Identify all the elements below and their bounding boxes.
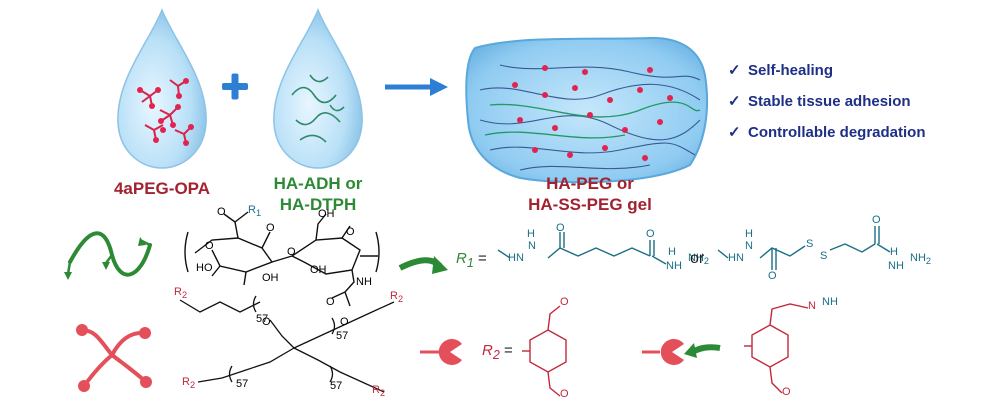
hydrazone-structure: [744, 303, 809, 394]
atom-o: O: [217, 206, 226, 218]
r1-definition-label: R1 =: [456, 250, 487, 270]
atom-h: H: [527, 228, 535, 240]
repeat-count: 57: [236, 378, 249, 390]
label-ha-adh-or: HA-ADH or: [273, 174, 363, 193]
green-curved-arrow: [398, 256, 448, 274]
atom-o: O: [782, 386, 791, 398]
atom-h: H: [745, 228, 753, 240]
label-ha-ss-peg-gel: HA-SS-PEG gel: [528, 195, 652, 214]
atom-h: H: [890, 246, 898, 258]
feature-item: ✓Controllable degradation: [728, 122, 988, 144]
atom-nh2: NH2: [688, 252, 709, 267]
atom-nh: NH: [822, 296, 838, 308]
atom-s: S: [806, 238, 814, 250]
repeat-count: 57: [330, 380, 343, 392]
ha-repeat-unit-structure: [184, 211, 380, 307]
repeat-count: 57: [336, 330, 349, 342]
atom-nh: NH: [888, 260, 904, 272]
atom-nh2: NH2: [910, 252, 931, 267]
phthalaldehyde-structure: [522, 305, 567, 397]
atom-nh-h2: NH: [666, 260, 682, 272]
four-arm-peg-structure: [179, 295, 395, 393]
repeat-count: 57: [256, 313, 269, 325]
atom-o: O: [646, 228, 655, 240]
hydrogel-block: [465, 36, 709, 184]
check-icon: ✓: [728, 93, 741, 110]
atom-nh: NH: [356, 276, 372, 288]
pacman-hydrazone-icon: [642, 339, 721, 365]
atom-o: O: [768, 270, 777, 282]
label-ha-dtph: HA-DTPH: [279, 195, 357, 214]
atom-ho: OH: [318, 208, 335, 220]
r2-label: R2: [182, 376, 196, 391]
label-ha-peg-or: HA-PEG or: [546, 174, 634, 193]
atom-hn: HN: [508, 252, 524, 264]
reaction-arrow: [385, 78, 448, 96]
label-4apeg-opa: 4aPEG-OPA: [113, 179, 211, 198]
check-icon: ✓: [728, 62, 741, 79]
r2-label: R2: [390, 290, 404, 305]
atom-o: O: [346, 226, 355, 238]
ha-chain-icon: [66, 231, 152, 277]
r2-label: R2: [174, 286, 188, 301]
atom-n: N: [528, 240, 536, 252]
droplet-4apeg-opa: [117, 7, 207, 169]
four-arm-peg-icon: [80, 328, 148, 388]
or-separator: or: [690, 250, 705, 267]
atom-o: O: [556, 222, 565, 234]
atom-n: N: [745, 240, 753, 252]
ha-chains: [291, 74, 345, 143]
atom-hn: HN: [728, 252, 744, 264]
dtph-substituent-structure: [717, 226, 891, 270]
r1-label: R1: [248, 204, 262, 219]
atom-o: O: [205, 240, 214, 252]
feature-item: ✓Self-healing: [728, 60, 988, 82]
atom-n: N: [808, 300, 816, 312]
r2-definition-label: R2 =: [482, 342, 513, 362]
pacman-aldehyde-icon: [420, 339, 462, 365]
atom-o: O: [262, 316, 271, 328]
adh-substituent-structure: [497, 232, 667, 265]
atom-o: O: [340, 316, 349, 328]
atom-oh: OH: [310, 264, 327, 276]
atom-o: O: [872, 214, 881, 226]
feature-list: ✓Self-healing ✓Stable tissue adhesion ✓C…: [728, 60, 988, 144]
plus-icon: [222, 73, 248, 100]
r2-label: R2: [372, 384, 386, 399]
atom-o: O: [287, 246, 296, 258]
atom-o: O: [560, 296, 569, 308]
droplet-ha-adh: [273, 7, 363, 169]
atom-o: O: [326, 296, 335, 308]
atom-o: O: [266, 222, 275, 234]
atom-oh: OH: [262, 272, 279, 284]
atom-ho: HO: [196, 262, 213, 274]
feature-item: ✓Stable tissue adhesion: [728, 91, 988, 113]
atom-s: S: [820, 250, 828, 262]
atom-h: H: [668, 246, 676, 258]
check-icon: ✓: [728, 124, 741, 141]
atom-o: O: [560, 388, 569, 400]
